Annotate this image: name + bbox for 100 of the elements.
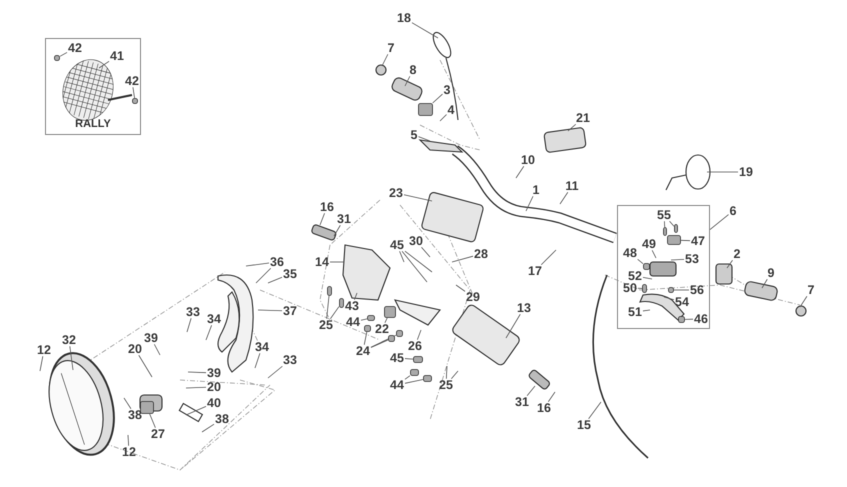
leader-line: [548, 392, 556, 402]
callout-number: 45: [389, 238, 405, 252]
callout-number: 46: [693, 312, 709, 326]
callout-number: 26: [407, 340, 423, 352]
callout-number: 42: [67, 42, 83, 54]
callout-number: 55: [656, 208, 672, 222]
leader-line: [188, 372, 206, 374]
callout-number: 31: [336, 212, 352, 226]
callout-number: 11: [564, 180, 580, 192]
leader-line: [149, 414, 156, 428]
callout-number: 47: [690, 234, 706, 248]
leader-line: [132, 86, 135, 98]
callout-number: 51: [627, 306, 643, 318]
leader-line: [370, 334, 396, 348]
leader-line: [154, 344, 160, 356]
leader-line: [364, 332, 368, 346]
bolt-drawing: [327, 286, 332, 296]
callout-number: 39: [206, 366, 222, 380]
inset-label: RALLY: [74, 118, 112, 130]
leader-line: [669, 220, 674, 227]
leader-line: [540, 250, 556, 266]
group-frame: [617, 205, 710, 329]
nut-drawing: [643, 263, 650, 270]
leader-line: [258, 310, 282, 312]
callout-number: 21: [575, 112, 591, 124]
callout-number: 49: [641, 238, 657, 250]
bolt-drawing: [132, 98, 138, 104]
callout-number: 43: [344, 300, 360, 312]
callout-number: 13: [516, 302, 532, 314]
leader-line: [526, 386, 536, 396]
callout-number: 22: [374, 322, 390, 336]
leader-line: [404, 194, 432, 202]
callout-number: 31: [514, 396, 530, 408]
leader-line: [642, 310, 650, 312]
callout-number: 29: [465, 290, 481, 304]
callout-number: 10: [520, 154, 536, 166]
callout-number: 12: [121, 446, 137, 458]
callout-number: 7: [386, 42, 396, 54]
callout-number: 16: [536, 402, 552, 414]
leader-line: [588, 402, 602, 420]
leader-line: [404, 358, 414, 360]
callout-number: 15: [576, 418, 592, 432]
bolt-drawing: [54, 55, 60, 61]
leader-line: [670, 258, 684, 260]
leader-line: [330, 306, 340, 320]
callout-number: 3: [442, 84, 452, 96]
leader-line: [382, 54, 388, 66]
leader-line: [128, 434, 130, 446]
leader-line: [268, 276, 282, 284]
leader-line: [652, 250, 656, 258]
leader-line: [416, 330, 422, 340]
callout-number: 38: [127, 408, 143, 422]
leader-line: [360, 318, 368, 321]
callout-number: 45: [389, 352, 405, 364]
leader-line: [418, 136, 430, 142]
leader-line: [642, 277, 652, 280]
leader-line: [568, 124, 576, 132]
leader-line: [432, 94, 443, 104]
screw-drawing: [674, 224, 678, 233]
leader-line: [206, 324, 212, 340]
pivot-drawing: [678, 316, 685, 323]
leader-line: [800, 296, 808, 308]
leader-line: [421, 246, 430, 258]
leader-line: [452, 256, 474, 262]
callout-number: 2: [732, 248, 742, 260]
leader-line: [246, 262, 270, 266]
bushing-drawing: [384, 306, 396, 318]
callout-number: 53: [684, 252, 700, 266]
callout-number: 38: [214, 412, 230, 426]
leader-line: [664, 220, 666, 228]
pin-drawing: [642, 284, 647, 293]
leader-line: [526, 196, 534, 212]
callout-number: 33: [185, 306, 201, 318]
leader-line: [69, 346, 74, 370]
callout-number: 44: [345, 316, 361, 328]
callout-number: 30: [408, 234, 424, 248]
leader-line: [186, 406, 206, 416]
leader-line: [404, 379, 424, 384]
callout-number: 19: [738, 166, 754, 178]
leader-line: [664, 296, 674, 300]
callout-number: 56: [689, 284, 705, 296]
callout-number: 14: [314, 256, 330, 268]
leader-line: [60, 52, 68, 57]
callout-number: 54: [674, 296, 690, 308]
leader-line: [186, 318, 192, 332]
bolt-drawing: [339, 298, 344, 308]
leader-line: [138, 354, 152, 378]
callout-number: 9: [766, 266, 776, 280]
callout-number: 18: [396, 12, 412, 24]
leader-line: [326, 296, 330, 320]
callout-number: 7: [806, 284, 816, 296]
leader-line: [370, 340, 388, 348]
leader-line: [202, 424, 214, 432]
callout-number: 34: [206, 312, 222, 326]
callout-number: 24: [355, 344, 371, 358]
callout-number: 48: [622, 246, 638, 260]
callout-number: 4: [446, 104, 456, 116]
leader-line: [412, 22, 438, 38]
leader-line: [710, 214, 729, 230]
inset-frame: [45, 38, 141, 135]
